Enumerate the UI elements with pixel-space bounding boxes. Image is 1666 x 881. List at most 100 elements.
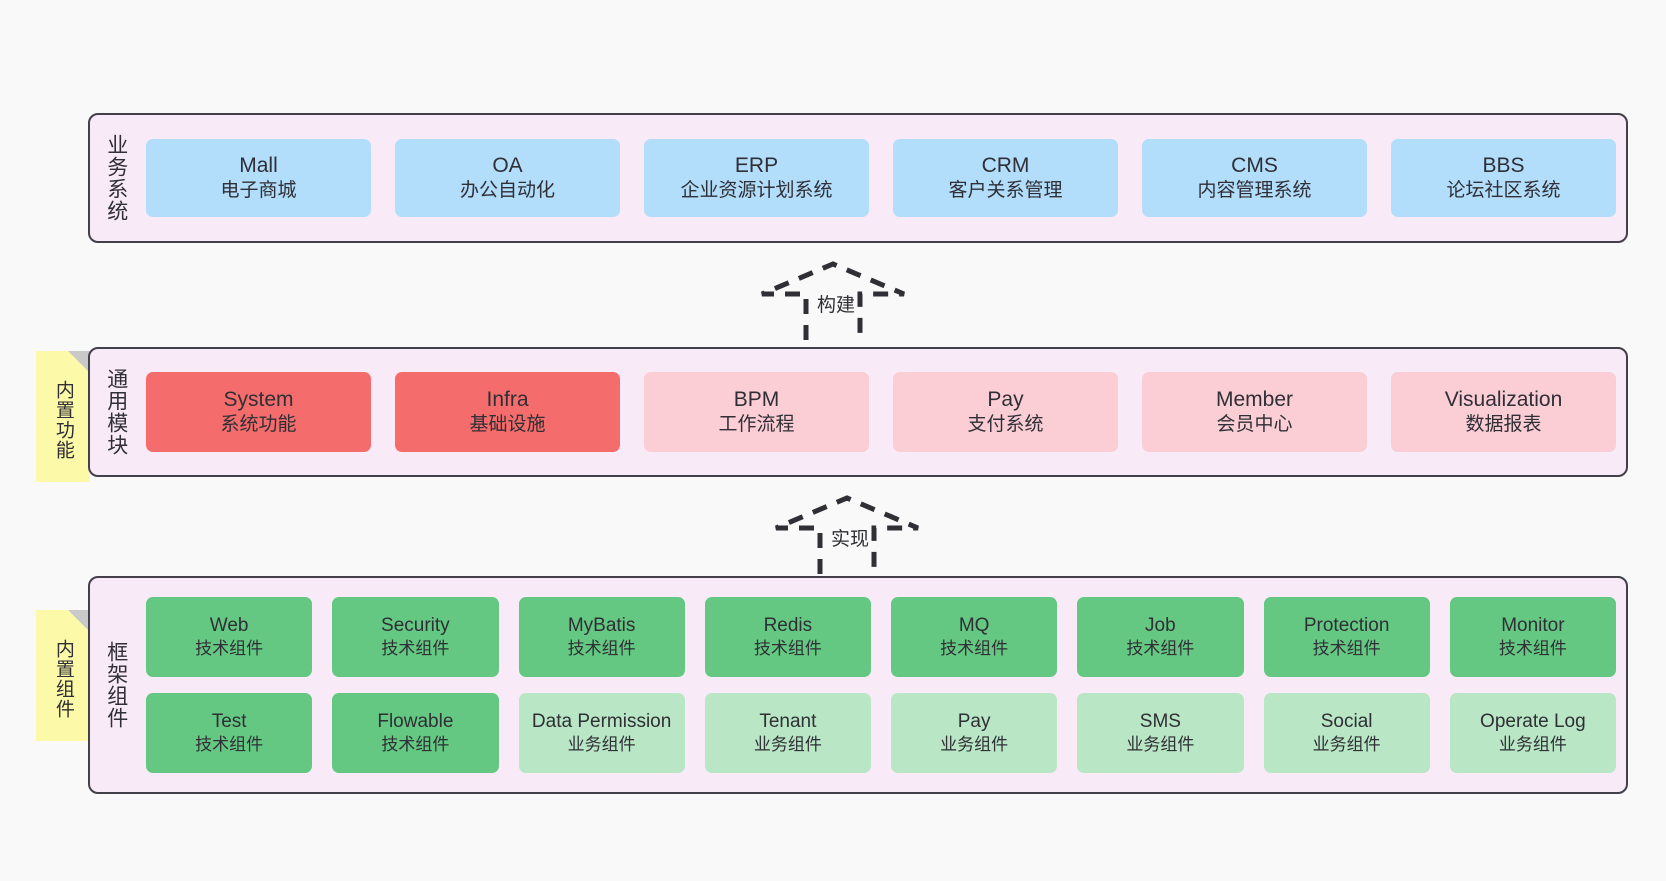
card-title-en: Test [211, 710, 247, 732]
card-row: Web 技术组件 Security 技术组件 MyBatis 技术组件 Redi… [146, 597, 1616, 677]
card-title-en: MyBatis [567, 614, 636, 636]
card-title-cn: 技术组件 [940, 639, 1009, 659]
card-title-cn: 数据报表 [1465, 414, 1542, 436]
card-social[interactable]: Social 业务组件 [1263, 693, 1430, 773]
note-builtin-components-label: 内置组件 [52, 638, 74, 719]
card-title-en: Member [1215, 388, 1294, 411]
card-title-en: OA [492, 154, 523, 177]
card-title-cn: 业务组件 [1498, 735, 1567, 755]
card-flowable[interactable]: Flowable 技术组件 [332, 693, 499, 773]
card-title-cn: 技术组件 [1498, 639, 1567, 659]
card-title-en: CRM [981, 154, 1030, 177]
card-mq[interactable]: MQ 技术组件 [891, 597, 1058, 677]
card-bpm[interactable]: BPM 工作流程 [644, 372, 869, 452]
layer-framework-components[interactable]: 框架组件 Web 技术组件 Security 技术组件 MyBatis 技术组件… [88, 576, 1628, 794]
card-title-en: CMS [1231, 154, 1278, 177]
card-title-en: Tenant [759, 710, 817, 732]
card-title-cn: 会员中心 [1216, 414, 1293, 436]
card-tenant[interactable]: Tenant 业务组件 [704, 693, 871, 773]
card-test[interactable]: Test 技术组件 [146, 693, 313, 773]
card-title-cn: 企业资源计划系统 [680, 180, 833, 202]
card-title-en: Visualization [1444, 388, 1563, 411]
card-title-cn: 论坛社区系统 [1446, 180, 1561, 202]
card-erp[interactable]: ERP 企业资源计划系统 [644, 139, 869, 217]
card-data-permission[interactable]: Data Permission 业务组件 [518, 693, 685, 773]
card-title-cn: 技术组件 [195, 639, 264, 659]
layer-business-systems-body: Mall 电子商城 OA 办公自动化 ERP 企业资源计划系统 CRM 客户关系… [142, 115, 1626, 241]
card-title-en: MQ [958, 614, 990, 636]
card-title-cn: 支付系统 [967, 414, 1044, 436]
card-title-en: Security [381, 614, 450, 636]
note-builtin-features-label: 内置功能 [52, 379, 74, 460]
layer-common-modules[interactable]: 通用模块 System 系统功能 Infra 基础设施 BPM 工作流程 Pay… [88, 347, 1628, 477]
arrow-implement: 实现 [762, 492, 932, 582]
card-title-cn: 内容管理系统 [1197, 180, 1312, 202]
card-title-en: SMS [1139, 710, 1181, 732]
card-security[interactable]: Security 技术组件 [332, 597, 499, 677]
card-visualization[interactable]: Visualization 数据报表 [1391, 372, 1616, 452]
card-title-cn: 技术组件 [381, 639, 450, 659]
card-bbs[interactable]: BBS 论坛社区系统 [1391, 139, 1616, 217]
card-pay[interactable]: Pay 支付系统 [893, 372, 1118, 452]
card-monitor[interactable]: Monitor 技术组件 [1449, 597, 1616, 677]
card-operate-log[interactable]: Operate Log 业务组件 [1449, 693, 1616, 773]
folded-corner-icon [68, 351, 90, 373]
card-title-cn: 业务组件 [1312, 735, 1381, 755]
arrow-implement-icon [775, 495, 919, 574]
card-crm[interactable]: CRM 客户关系管理 [893, 139, 1118, 217]
card-pay-business[interactable]: Pay 业务组件 [891, 693, 1058, 773]
card-title-cn: 业务组件 [1126, 735, 1195, 755]
card-title-en: Data Permission [531, 710, 672, 732]
layer-business-systems-title: 业务系统 [104, 134, 128, 222]
card-title-en: Pay [957, 710, 991, 732]
layer-business-systems[interactable]: 业务系统 Mall 电子商城 OA 办公自动化 ERP 企业资源计划系统 CRM… [88, 113, 1628, 243]
card-mall[interactable]: Mall 电子商城 [146, 139, 371, 217]
card-infra[interactable]: Infra 基础设施 [395, 372, 620, 452]
card-sms[interactable]: SMS 业务组件 [1077, 693, 1244, 773]
layer-framework-components-body: Web 技术组件 Security 技术组件 MyBatis 技术组件 Redi… [142, 578, 1626, 792]
arrow-implement-label: 实现 [831, 529, 870, 550]
card-title-en: Web [209, 614, 249, 636]
card-title-cn: 电子商城 [220, 180, 297, 202]
card-title-en: Redis [763, 614, 813, 636]
card-protection[interactable]: Protection 技术组件 [1263, 597, 1430, 677]
card-member[interactable]: Member 会员中心 [1142, 372, 1367, 452]
card-title-cn: 办公自动化 [459, 180, 555, 202]
card-title-cn: 客户关系管理 [948, 180, 1063, 202]
layer-framework-components-title: 框架组件 [104, 641, 128, 729]
layer-common-modules-title: 通用模块 [104, 368, 128, 456]
arrow-build-icon [761, 261, 905, 340]
card-row: System 系统功能 Infra 基础设施 BPM 工作流程 Pay 支付系统… [146, 372, 1616, 452]
card-web[interactable]: Web 技术组件 [146, 597, 313, 677]
card-title-en: Pay [987, 388, 1024, 411]
card-title-cn: 基础设施 [469, 414, 546, 436]
card-cms[interactable]: CMS 内容管理系统 [1142, 139, 1367, 217]
card-job[interactable]: Job 技术组件 [1077, 597, 1244, 677]
card-title-cn: 系统功能 [220, 414, 297, 436]
card-title-cn: 技术组件 [1126, 639, 1195, 659]
card-title-en: Monitor [1501, 614, 1565, 636]
card-title-cn: 技术组件 [1312, 639, 1381, 659]
card-system[interactable]: System 系统功能 [146, 372, 371, 452]
card-title-en: Operate Log [1480, 710, 1586, 732]
card-title-en: Infra [486, 388, 529, 411]
arrow-build: 构建 [748, 258, 918, 348]
card-title-cn: 业务组件 [940, 735, 1009, 755]
card-title-cn: 技术组件 [381, 735, 450, 755]
folded-corner-icon [68, 610, 90, 632]
card-title-en: Protection [1303, 614, 1390, 636]
card-mybatis[interactable]: MyBatis 技术组件 [518, 597, 685, 677]
card-title-cn: 工作流程 [718, 414, 795, 436]
note-builtin-components[interactable]: 内置组件 [36, 610, 90, 741]
card-title-cn: 业务组件 [753, 735, 822, 755]
note-builtin-features[interactable]: 内置功能 [36, 351, 90, 482]
card-title-cn: 技术组件 [195, 735, 264, 755]
layer-common-modules-body: System 系统功能 Infra 基础设施 BPM 工作流程 Pay 支付系统… [142, 349, 1626, 475]
card-redis[interactable]: Redis 技术组件 [704, 597, 871, 677]
card-title-en: Flowable [377, 710, 454, 732]
card-title-en: BBS [1482, 154, 1525, 177]
card-title-cn: 技术组件 [753, 639, 822, 659]
card-title-en: System [223, 388, 294, 411]
card-oa[interactable]: OA 办公自动化 [395, 139, 620, 217]
